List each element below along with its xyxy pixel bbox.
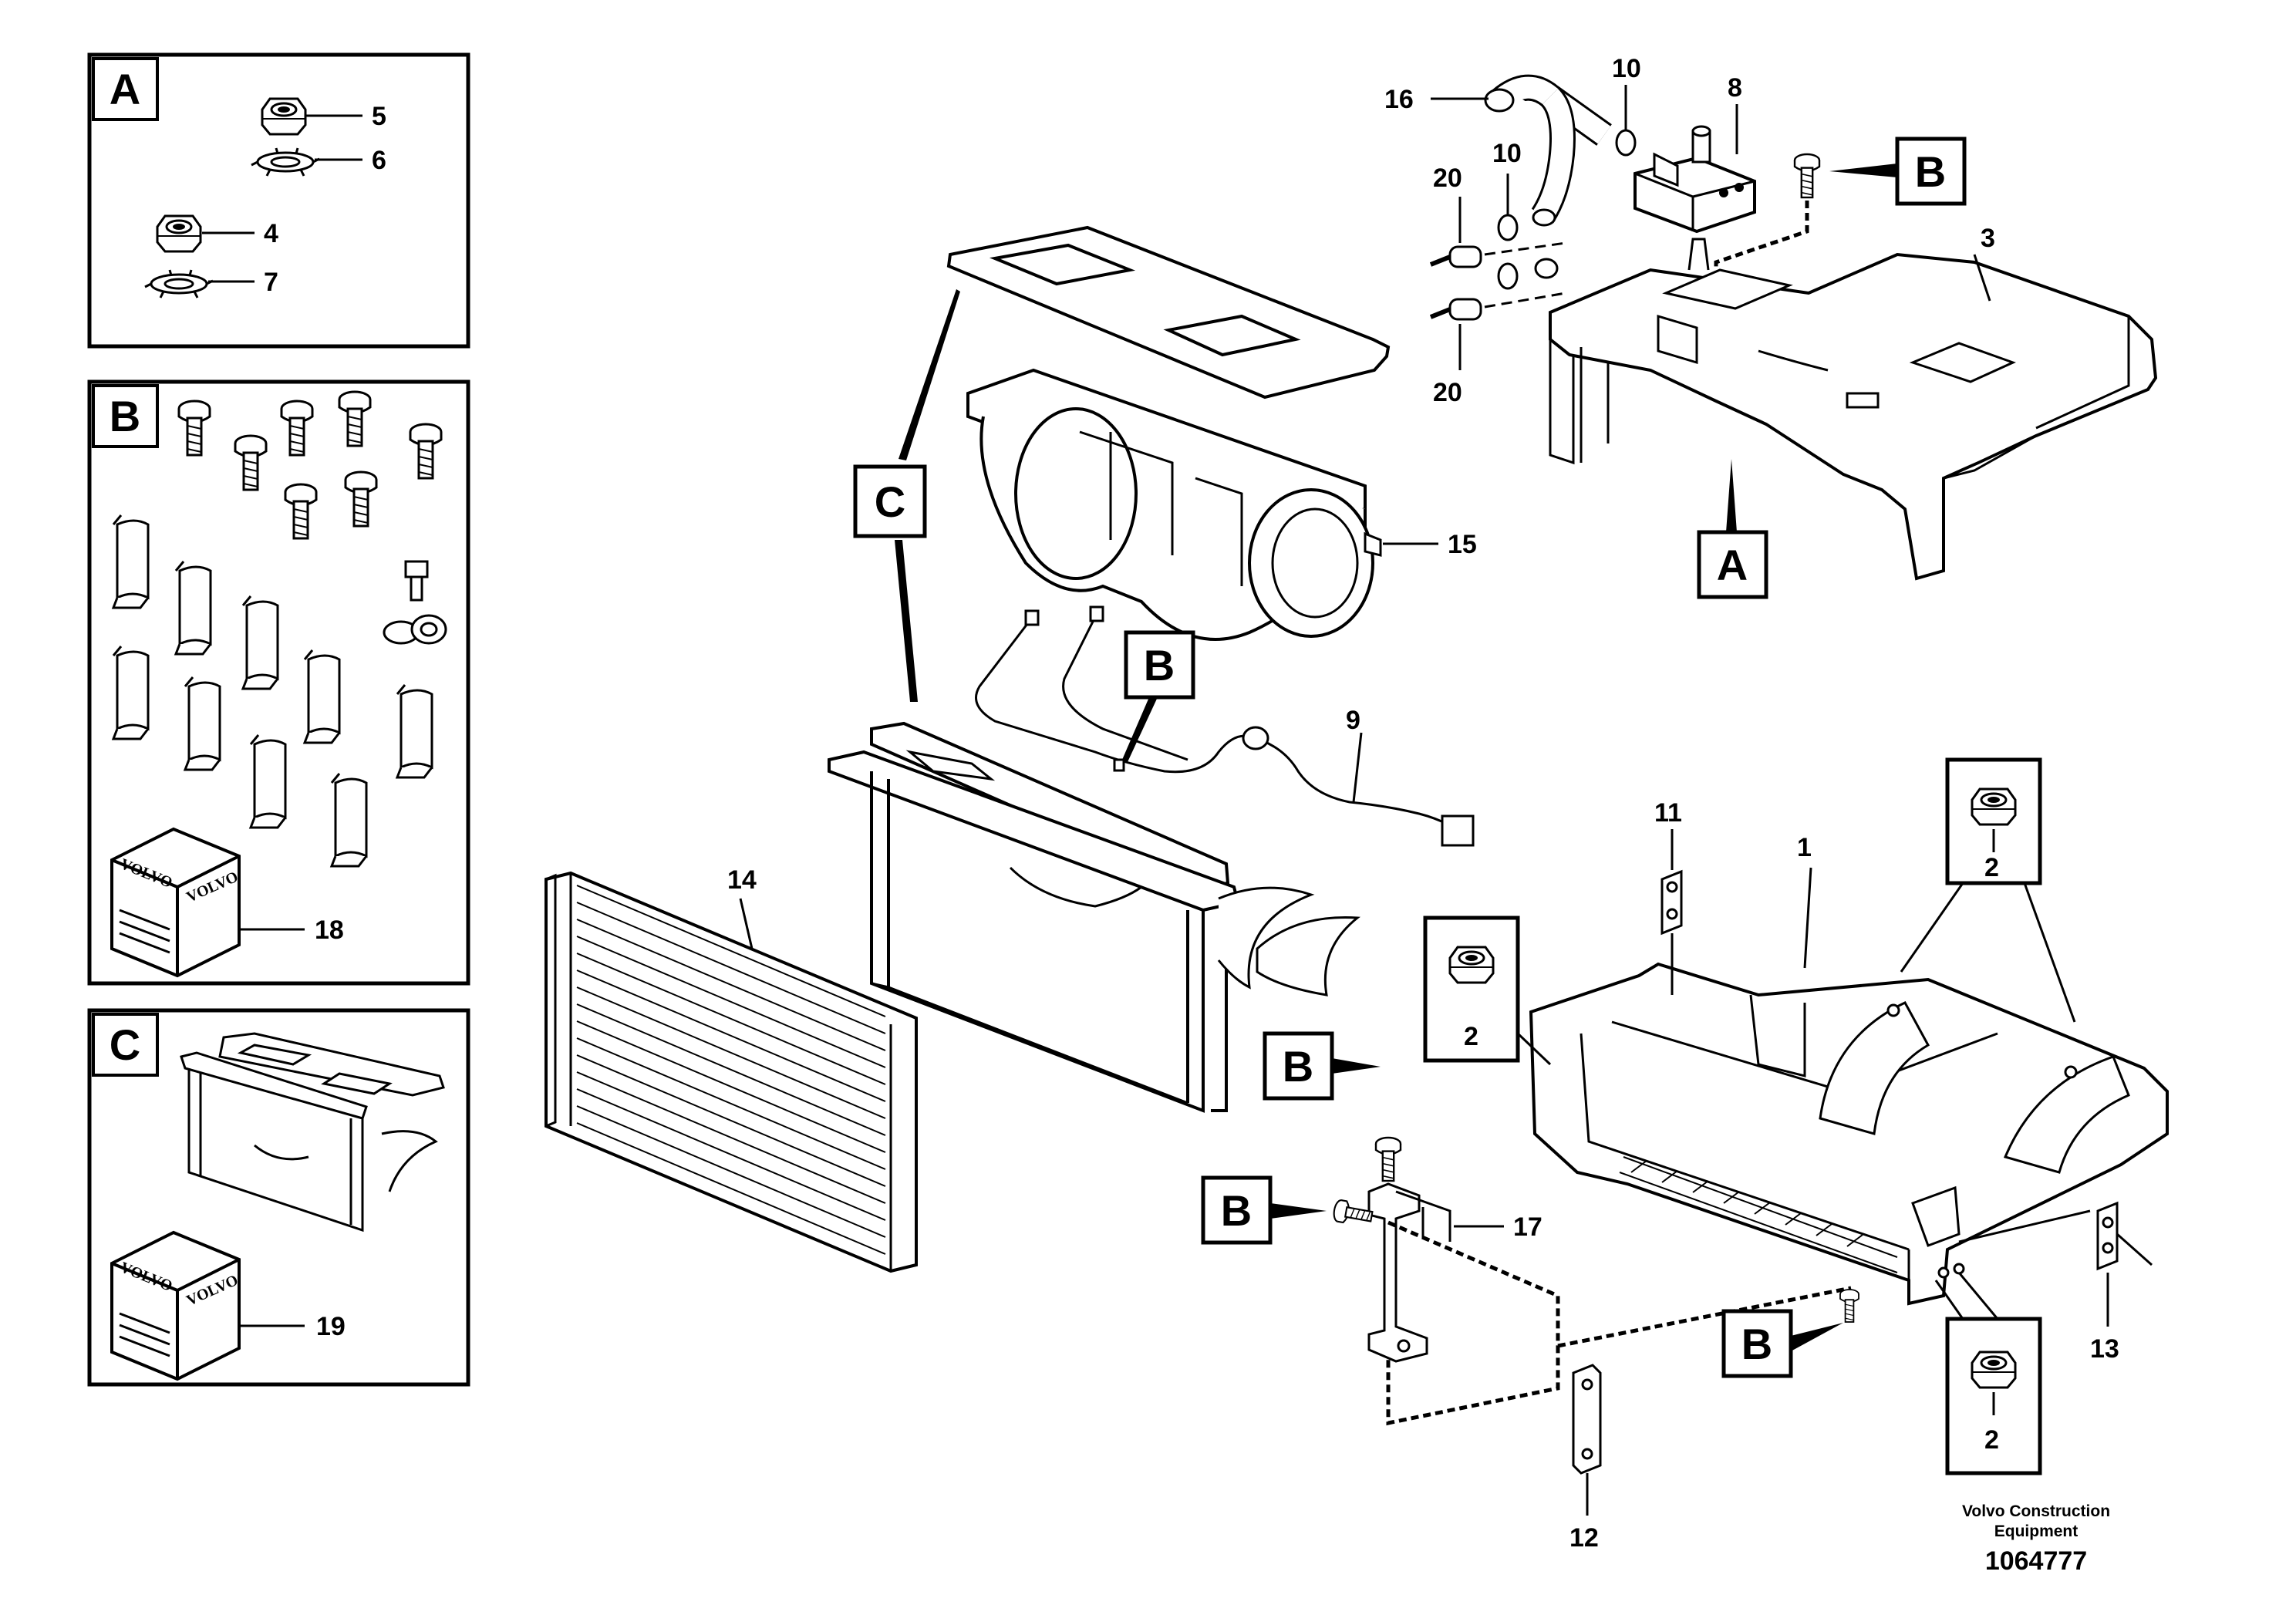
svg-text:B: B xyxy=(1144,641,1175,690)
part-number-6: 6 xyxy=(372,146,386,175)
clip-icon xyxy=(112,645,150,740)
part-number-10: 10 xyxy=(1492,139,1522,168)
nut-icon xyxy=(1971,787,2017,826)
clip-icon xyxy=(174,560,212,656)
part-number-14: 14 xyxy=(727,865,757,895)
clip-icon xyxy=(330,772,368,868)
screw-icon xyxy=(1793,153,1821,199)
tag-b-top: B xyxy=(1829,137,1967,206)
volvo-kit-box-icon: VOLVO VOLVO xyxy=(110,1231,241,1381)
nut-icon xyxy=(261,97,307,136)
duct-frame xyxy=(828,721,1360,1113)
part-number-11: 11 xyxy=(1654,798,1682,828)
kit-panel-c-letter: C xyxy=(110,1020,140,1069)
part-number-20: 20 xyxy=(1433,164,1462,193)
screw-icon xyxy=(1331,1198,1374,1229)
clip-icon xyxy=(249,733,287,829)
hose-clamp-icon xyxy=(1497,129,1637,290)
footer-company-line2: Equipment xyxy=(1994,1523,2079,1540)
part-number-19: 19 xyxy=(316,1312,346,1341)
part-number-15: 15 xyxy=(1448,530,1477,559)
footer-document-id: 1064777 xyxy=(1985,1546,2087,1576)
wiring-harness xyxy=(975,605,1475,847)
heater-hose xyxy=(1484,74,1612,227)
clip-icon xyxy=(303,649,341,744)
footer-credit: Volvo Construction Equipment 1064777 xyxy=(1962,1502,2110,1576)
part-number-10: 10 xyxy=(1612,54,1641,83)
nut-detail-box-left: 2 xyxy=(1423,916,1552,1066)
svg-text:2: 2 xyxy=(1984,1425,1999,1455)
svg-text:A: A xyxy=(1717,541,1748,589)
clip-icon xyxy=(112,514,150,609)
part-number-12: 12 xyxy=(1569,1523,1599,1553)
nut-icon xyxy=(156,214,202,253)
kit-panel-b-letter: B xyxy=(110,392,140,440)
kit-panel-b: B xyxy=(87,379,470,986)
grommet-icon xyxy=(383,614,447,645)
clip-icon xyxy=(396,683,433,779)
nut-icon xyxy=(1448,946,1495,984)
duct-frame-kit-drawing xyxy=(180,1032,445,1233)
clip-icon xyxy=(184,676,221,771)
tag-b-wire: B xyxy=(1122,630,1195,762)
part-number-9: 9 xyxy=(1346,706,1360,735)
svg-text:2: 2 xyxy=(1984,853,1999,882)
kit-panel-a: A 5 6 4 7 xyxy=(87,52,470,349)
kit-panel-c: C VOLVO VOLVO 19 xyxy=(87,1008,470,1387)
part-number-20: 20 xyxy=(1433,378,1462,407)
part-number-3: 3 xyxy=(1981,224,1995,253)
svg-text:C: C xyxy=(875,477,905,526)
svg-text:B: B xyxy=(1283,1042,1313,1091)
part-number-18: 18 xyxy=(315,916,344,945)
kit-panel-a-letter: A xyxy=(110,65,140,113)
svg-text:B: B xyxy=(1221,1186,1252,1235)
lower-housing xyxy=(1529,962,2169,1306)
svg-text:2: 2 xyxy=(1464,1022,1478,1051)
part-number-13: 13 xyxy=(2090,1334,2119,1364)
part-number-7: 7 xyxy=(264,268,278,297)
footer-company-line1: Volvo Construction xyxy=(1962,1502,2110,1520)
tag-c-center: C xyxy=(853,289,960,702)
tag-b-screw3: B xyxy=(1721,1309,1843,1378)
clip-icon xyxy=(241,595,279,690)
part-number-8: 8 xyxy=(1728,73,1742,103)
tag-a-mid: A xyxy=(1697,459,1768,599)
tag-b-screw1: B xyxy=(1263,1031,1381,1101)
screw-icon xyxy=(1839,1289,1859,1323)
nut-detail-box-top: 2 xyxy=(1900,757,2076,1023)
hose-nipple-icon xyxy=(1429,241,1566,321)
heater-core xyxy=(544,871,918,1273)
nut-detail-box-bottom: 2 xyxy=(1934,1272,2042,1475)
upper-housing xyxy=(1549,238,2158,581)
part-number-16: 16 xyxy=(1384,85,1414,114)
mounting-bracket-13 xyxy=(1958,1201,2153,1271)
water-valve xyxy=(1633,125,1756,234)
screw-icon xyxy=(1374,1136,1402,1182)
blower-unit xyxy=(966,368,1382,641)
mounting-bracket-11 xyxy=(1660,869,1683,995)
part-number-1: 1 xyxy=(1797,833,1812,862)
tag-b-screw2: B xyxy=(1201,1175,1327,1245)
part-number-4: 4 xyxy=(264,219,278,248)
part-number-5: 5 xyxy=(372,102,386,131)
nut-icon xyxy=(1971,1351,2017,1389)
mounting-bracket-12 xyxy=(1572,1364,1602,1475)
duct-cover-plate xyxy=(946,225,1391,400)
svg-text:B: B xyxy=(1915,147,1946,196)
part-number-17: 17 xyxy=(1513,1212,1542,1242)
support-bracket-17 xyxy=(1367,1182,1451,1363)
cable-tie-icon xyxy=(404,560,429,602)
svg-text:B: B xyxy=(1741,1320,1772,1368)
volvo-kit-box-icon: VOLVO VOLVO xyxy=(110,828,241,977)
